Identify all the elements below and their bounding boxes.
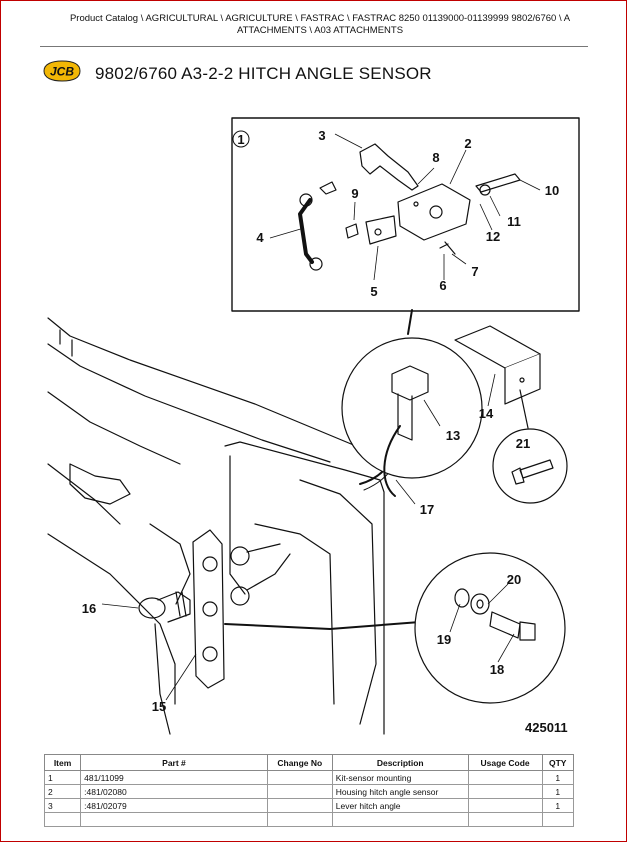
breadcrumb-item-model[interactable]: FASTRAC 8250 01139000-01139999 9802/6760: [352, 13, 557, 24]
frame-beam-low: [47, 391, 181, 465]
callout-19: 19: [437, 632, 451, 647]
cell-qty: 1: [541, 784, 574, 799]
callout-5: 5: [370, 284, 377, 299]
frame-beam-mid: [47, 343, 331, 463]
mounting-plate: [192, 529, 225, 689]
logo-text: JCB: [50, 65, 74, 79]
callout-6: 6: [439, 278, 446, 293]
cell-qty: [541, 812, 574, 827]
callout-2: 2: [464, 136, 471, 151]
breadcrumb-item-attachments[interactable]: A ATTACHMENTS: [236, 13, 571, 36]
frame-plate-edge: [224, 441, 385, 735]
callout-16: 16: [82, 601, 96, 616]
breadcrumb-item-a03[interactable]: A03 ATTACHMENTS: [314, 25, 404, 36]
parts-diagram: 1 2 3 4 5 6 7 8 9 10 11 12 13 14 15 16 1…: [47, 117, 580, 735]
breadcrumb-separator: \: [558, 13, 564, 24]
parts-table: Item Part # Change No Description Usage …: [43, 754, 574, 827]
figure-number: 425011: [525, 720, 568, 735]
callout-3: 3: [318, 128, 325, 143]
frame-curve-right: [299, 479, 377, 725]
cell-description: Lever hitch angle: [331, 798, 469, 813]
cell-qty: 1: [541, 770, 574, 785]
breadcrumb-separator: \: [140, 13, 146, 24]
breadcrumb-item-agricultural[interactable]: AGRICULTURAL: [145, 13, 218, 24]
col-header-change[interactable]: Change No: [266, 754, 333, 771]
cell-description: Housing hitch angle sensor: [331, 784, 469, 799]
col-header-usage[interactable]: Usage Code: [467, 754, 543, 771]
cell-change: [266, 812, 333, 827]
cell-usage: [467, 798, 543, 813]
callout-21: 21: [516, 436, 530, 451]
cell-item: 1: [43, 770, 82, 785]
cell-item: [43, 812, 82, 827]
callout-1: 1: [237, 132, 244, 147]
callout-9: 9: [351, 186, 358, 201]
col-header-description[interactable]: Description: [331, 754, 469, 771]
sensor-body: [391, 365, 429, 401]
cell-part[interactable]: :481/02080: [80, 784, 268, 799]
callout-18: 18: [490, 662, 504, 677]
plug-body: [138, 597, 166, 619]
cell-change: [266, 784, 333, 799]
bolt-detail-circle: [492, 428, 568, 504]
cell-item: 3: [43, 798, 82, 813]
cell-part[interactable]: 481/11099: [80, 770, 268, 785]
cell-change: [266, 798, 333, 813]
breadcrumb-item-catalog[interactable]: Product Catalog: [69, 13, 139, 24]
breadcrumb-separator: \: [346, 13, 353, 24]
callout-11: 11: [507, 214, 521, 229]
header-divider: [40, 46, 588, 47]
cell-part: [80, 812, 268, 827]
breadcrumb-separator: \: [295, 13, 301, 24]
frame-beam-top: [47, 317, 381, 457]
callout-14: 14: [479, 406, 494, 421]
cell-change: [266, 770, 333, 785]
lever-hitch-angle: [359, 143, 419, 191]
callout-15: 15: [152, 699, 166, 714]
frame-boss: [69, 463, 131, 505]
sensor-housing: [397, 183, 471, 241]
callout-13: 13: [446, 428, 460, 443]
breadcrumb-separator: \: [220, 13, 226, 24]
callout-12: 12: [486, 229, 500, 244]
col-header-item[interactable]: Item: [43, 754, 82, 771]
col-header-qty[interactable]: QTY: [541, 754, 574, 771]
cell-usage: [467, 770, 543, 785]
bracket-small: [365, 215, 397, 245]
breadcrumb: Product Catalog \ AGRICULTURAL \ AGRICUL…: [40, 13, 600, 37]
hardware-detail-circle: [414, 552, 566, 704]
callout-20: 20: [507, 572, 521, 587]
cell-part[interactable]: :481/02079: [80, 798, 268, 813]
cell-qty: 1: [541, 798, 574, 813]
cell-usage: [467, 784, 543, 799]
callout-4: 4: [256, 230, 264, 245]
cell-item: 2: [43, 784, 82, 799]
jcb-logo: JCB: [43, 60, 81, 82]
breadcrumb-separator: \: [309, 25, 315, 36]
breadcrumb-item-fastrac[interactable]: FASTRAC: [300, 13, 345, 24]
inset-box: [231, 117, 580, 312]
callout-circle-1: [232, 130, 250, 148]
cell-usage: [467, 812, 543, 827]
cell-description: [331, 812, 469, 827]
callout-7: 7: [471, 264, 478, 279]
table-header-row: Item Part # Change No Description Usage …: [43, 754, 574, 771]
page-title: 9802/6760 A3-2-2 HITCH ANGLE SENSOR: [95, 64, 432, 83]
table-row[interactable]: 3 :481/02079 Lever hitch angle 1: [43, 798, 574, 813]
table-row: [43, 812, 574, 827]
cell-description: Kit-sensor mounting: [331, 770, 469, 785]
callout-10: 10: [545, 183, 559, 198]
table-row[interactable]: 2 :481/02080 Housing hitch angle sensor …: [43, 784, 574, 799]
table-row[interactable]: 1 481/11099 Kit-sensor mounting 1: [43, 770, 574, 785]
callout-8: 8: [432, 150, 439, 165]
col-header-part[interactable]: Part #: [80, 754, 268, 771]
callout-17: 17: [420, 502, 434, 517]
breadcrumb-item-agriculture[interactable]: AGRICULTURE: [225, 13, 293, 24]
frame-curve-left: [47, 533, 176, 705]
